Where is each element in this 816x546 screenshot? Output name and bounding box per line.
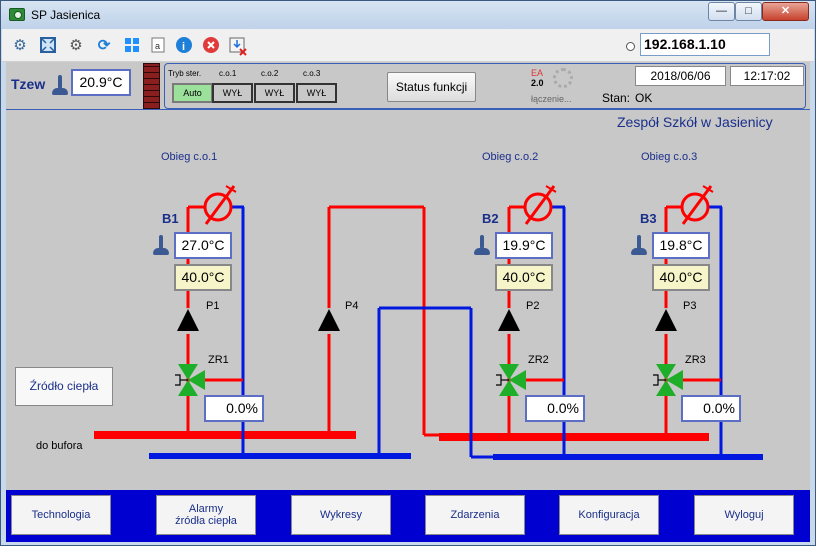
pump-3-label: P3 [683,300,697,312]
valve-2-label: ZR2 [528,354,549,366]
status-functions-button[interactable]: Status funkcji [387,72,476,102]
nav-logout-button[interactable]: Wyloguj [694,495,794,535]
outdoor-temp-label: Tzew [11,76,46,92]
circuit-3-toggle[interactable]: WYŁ [296,83,337,103]
circuit-1-temp: 27.0°C [174,232,232,259]
valve-1-position: 0.0% [204,395,264,422]
scada-main-panel: Tzew 20.9°C Tryb ster. c.o.1 c.o.2 c.o.3… [6,62,810,490]
ea-version: 2.0 [531,78,544,88]
mode-header: Tryb ster. [168,69,202,78]
svg-text:i: i [182,41,185,53]
text-file-icon[interactable]: a [148,36,168,56]
boiler-3-label: B3 [640,211,657,226]
ea-logo: EA 2.0 [531,68,544,88]
fuse-icon [523,185,557,225]
buffer-label: do bufora [36,440,83,452]
mode-panel: Tryb ster. c.o.1 c.o.2 c.o.3 Auto WYŁ WY… [164,63,806,109]
site-title: Zespół Szkół w Jasienicy [617,114,773,130]
thermometer-icon [631,235,647,255]
network-icon[interactable]: ⚙ [13,37,27,54]
circuit-2-header: c.o.2 [261,69,279,78]
state-label: Stan: [602,91,631,105]
circuit-2-temp: 19.9°C [495,232,553,259]
pump-4-label: P4 [345,300,359,312]
boiler-2-label: B2 [482,211,499,226]
nav-config-button[interactable]: Konfiguracja [559,495,659,535]
mixing-valve-icon [653,364,683,396]
circuit-3-title: Obieg c.o.3 [641,151,698,163]
close-button[interactable]: ✕ [762,2,809,21]
p4-pipes [327,205,495,459]
pump-icon [175,308,201,334]
heat-source-button[interactable]: Źródło ciepła [15,367,113,406]
fuse-icon [680,185,714,225]
date-display: 2018/06/06 [635,66,726,86]
loading-spinner-icon [553,68,573,88]
time-display: 12:17:02 [730,66,804,86]
minimize-button[interactable]: — [708,2,735,21]
window-title: SP Jasienica [31,8,101,22]
svg-text:a: a [155,41,160,51]
nav-technology-button[interactable]: Technologia [11,495,111,535]
mixing-valve-icon [496,364,526,396]
connecting-text: łączenie... [531,94,572,104]
status-header: Tzew 20.9°C Tryb ster. c.o.1 c.o.2 c.o.3… [6,62,810,110]
circuit-3-setpoint[interactable]: 40.0°C [652,264,710,291]
mixing-valve-icon [175,364,205,396]
nav-heat-alarms-button[interactable]: Alarmy źródła ciepła [156,495,256,535]
fuse-icon [203,185,237,225]
hot-manifold-left [94,431,356,439]
pump-icon [653,308,679,334]
hot-manifold-right [439,433,709,441]
circuit-2-title: Obieg c.o.2 [482,151,539,163]
outdoor-temp-value: 20.9°C [71,69,131,96]
bottom-nav: Technologia Alarmy źródła ciepła Wykresy… [6,490,810,542]
maximize-button[interactable]: □ [735,2,762,21]
download-icon[interactable] [228,36,248,56]
circuit-3-header: c.o.3 [303,69,321,78]
pump-icon [316,308,342,334]
pump-1-label: P1 [206,300,220,312]
thermometer-icon [474,235,490,255]
state-value: OK [635,91,653,105]
valve-3-position: 0.0% [681,395,741,422]
circuit-2-setpoint[interactable]: 40.0°C [495,264,553,291]
toolbar: ⚙ ⚙ ⟳ a i 192.168.1.10 [2,29,814,62]
windows-icon[interactable] [122,36,142,56]
circuit-1-title: Obieg c.o.1 [161,151,218,163]
pump-icon [496,308,522,334]
thermometer-icon [153,235,169,255]
cold-manifold-left [149,453,411,459]
boiler-1-label: B1 [162,211,179,226]
info-icon[interactable]: i [174,36,194,56]
gear-icon[interactable]: ⚙ [69,37,83,54]
title-bar[interactable]: SP Jasienica — □ ✕ [1,1,815,29]
fullscreen-icon[interactable] [38,36,58,56]
circuit-3-temp: 19.8°C [652,232,710,259]
valve-2-position: 0.0% [525,395,585,422]
ea-logo-text: EA [531,68,544,78]
brick-wall-icon [143,63,160,109]
cold-manifold-right [493,454,763,460]
nav-events-button[interactable]: Zdarzenia [425,495,525,535]
app-eye-icon [9,8,25,21]
ip-radio[interactable] [626,42,635,51]
stop-icon[interactable] [201,36,221,56]
circuit-2-toggle[interactable]: WYŁ [254,83,295,103]
nav-charts-button[interactable]: Wykresy [291,495,391,535]
circuit-1-header: c.o.1 [219,69,237,78]
valve-3-label: ZR3 [685,354,706,366]
ip-address-input[interactable]: 192.168.1.10 [640,33,770,56]
circuit-1-setpoint[interactable]: 40.0°C [174,264,232,291]
circuit-1-toggle[interactable]: WYŁ [212,83,253,103]
pump-2-label: P2 [526,300,540,312]
thermometer-icon [52,75,68,95]
valve-1-label: ZR1 [208,354,229,366]
refresh-icon[interactable]: ⟳ [97,37,111,54]
